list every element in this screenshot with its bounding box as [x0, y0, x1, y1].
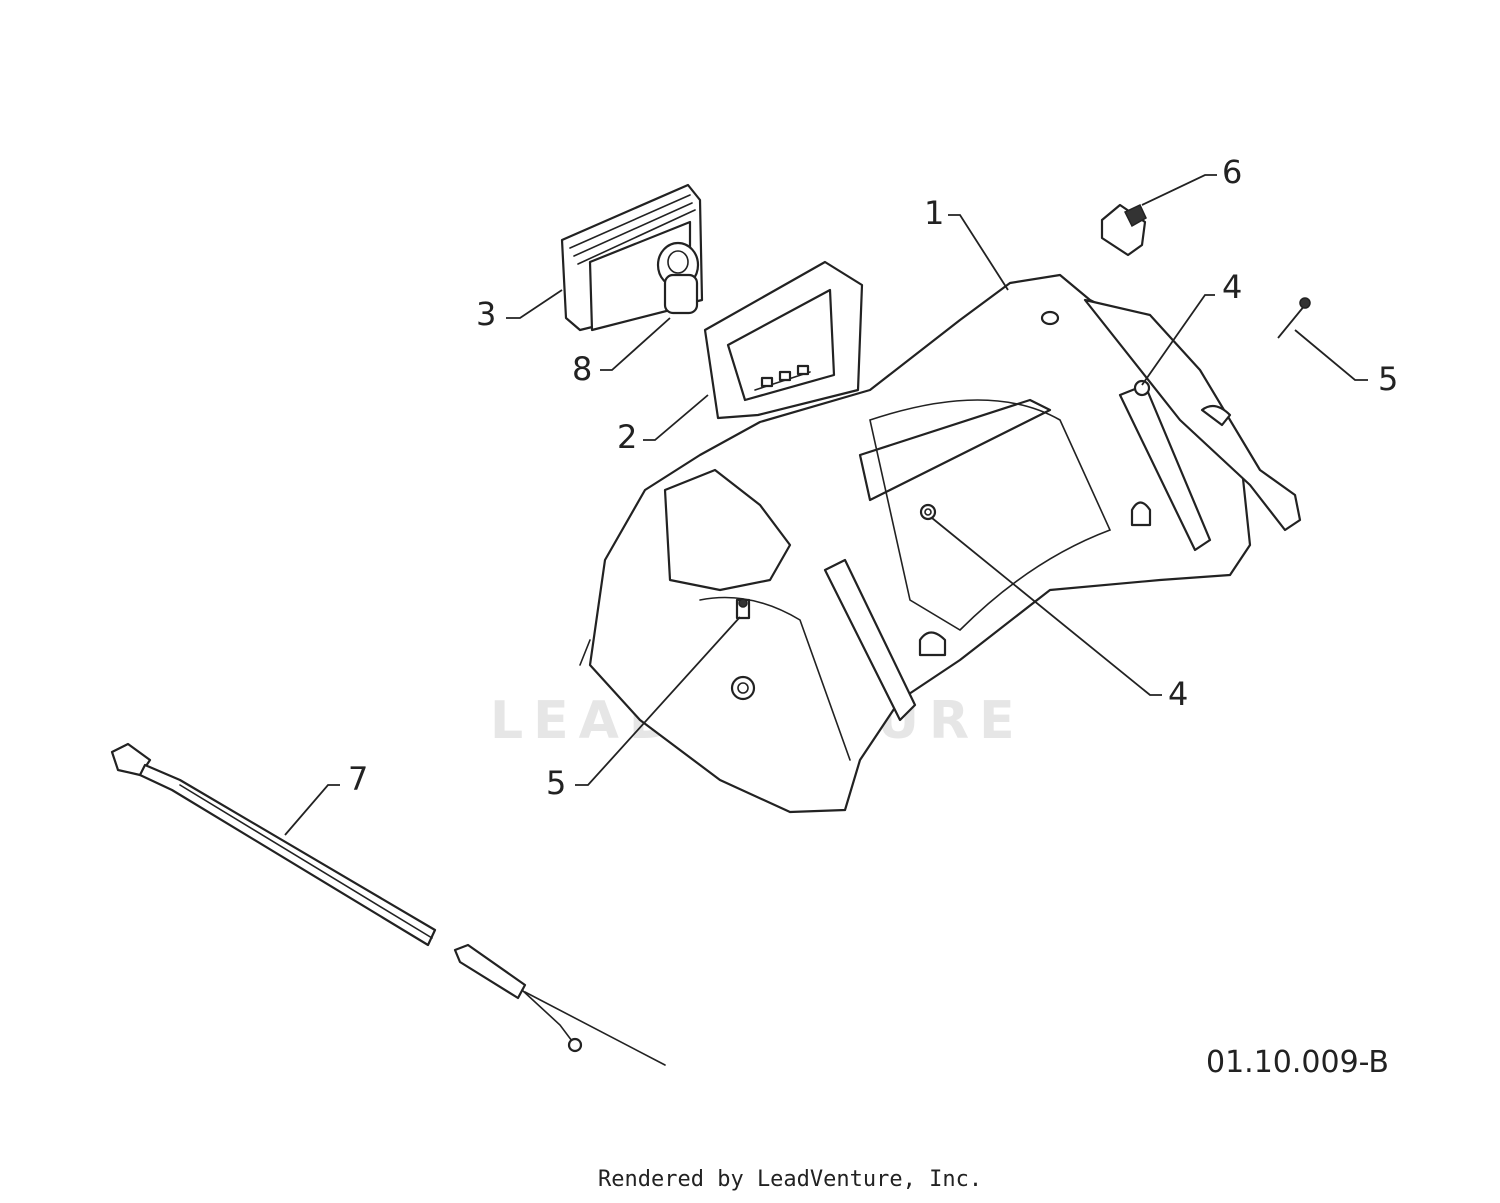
callout-5-right: 5	[1378, 360, 1398, 398]
callout-1: 1	[924, 194, 944, 232]
callout-7: 7	[348, 760, 368, 798]
callout-4-upper: 4	[1222, 268, 1242, 306]
part-5-screw-right	[1277, 297, 1311, 339]
callout-4-lower: 4	[1168, 675, 1188, 713]
footer-credit: Rendered by LeadVenture, Inc.	[598, 1167, 982, 1192]
callout-3: 3	[476, 295, 496, 333]
callout-2: 2	[617, 418, 637, 456]
callout-6: 6	[1222, 153, 1242, 191]
part-1-housing	[579, 273, 1302, 814]
callout-8: 8	[572, 350, 592, 388]
reference-code: 01.10.009-B	[1206, 1045, 1389, 1080]
part-6-switch	[1100, 203, 1147, 257]
leader-lines	[284, 174, 1368, 836]
part-7-harness	[110, 742, 666, 1066]
callout-5-left: 5	[546, 764, 566, 802]
part-4-clip-right	[1133, 379, 1151, 397]
part-5-screw-left	[735, 598, 751, 620]
part-4-clip-center	[919, 503, 937, 521]
part-2-bezel	[703, 260, 864, 420]
part-8-bulb	[656, 241, 700, 315]
